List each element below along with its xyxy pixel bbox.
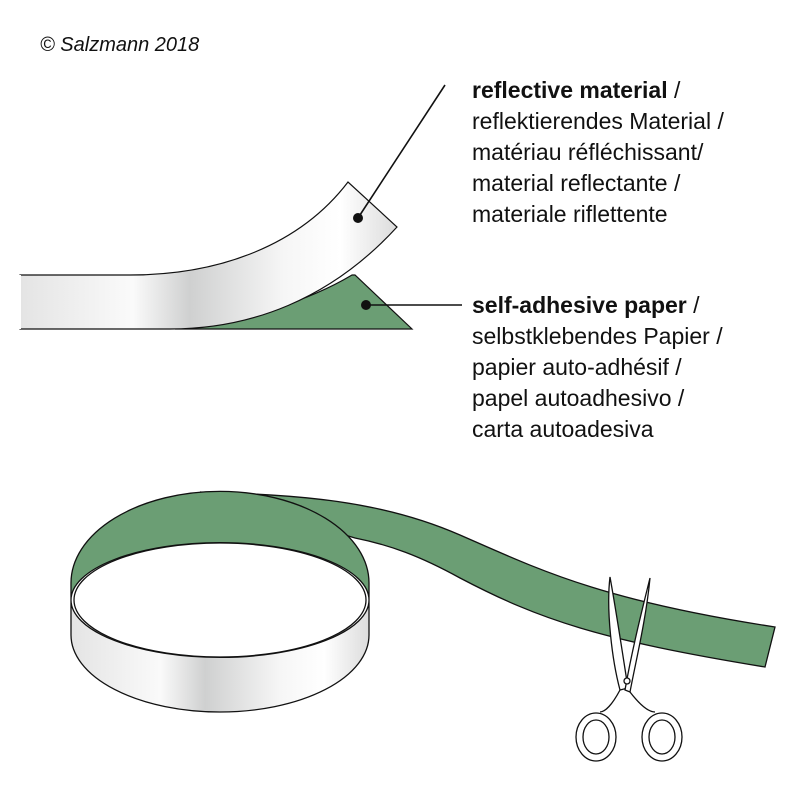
label-title-suffix: /: [686, 292, 700, 318]
label-translation-de: selbstklebendes Papier /: [472, 323, 723, 349]
reflective-material-strip: [19, 181, 398, 330]
label-translation-es: papel autoadhesivo /: [472, 385, 685, 411]
label-title: reflective material: [472, 77, 668, 103]
reflective-material-label: reflective material / reflektierendes Ma…: [472, 75, 724, 230]
self-adhesive-paper-label: self-adhesive paper / selbstklebendes Pa…: [472, 290, 723, 445]
strip-tail: [199, 491, 776, 668]
ring-front-band: [70, 599, 370, 713]
scissors-icon: [575, 576, 683, 762]
paper-leader-dot: [361, 300, 371, 310]
label-translation-es: material reflectante /: [472, 170, 681, 196]
label-title: self-adhesive paper: [472, 292, 687, 318]
label-title-line: self-adhesive paper /: [472, 290, 723, 321]
label-translation-it: carta autoadesiva: [472, 416, 654, 442]
label-translation-fr: papier auto-adhésif /: [472, 354, 682, 380]
label-translation-fr: matériau réfléchissant/: [472, 139, 704, 165]
label-title-suffix: /: [667, 77, 681, 103]
label-title-line: reflective material /: [472, 75, 724, 106]
reflective-leader-line: [357, 84, 446, 219]
label-translation-de: reflektierendes Material /: [472, 108, 724, 134]
ring-opening: [73, 542, 367, 658]
copyright-notice: © Salzmann 2018: [40, 34, 200, 56]
label-translation-it: materiale riflettente: [472, 201, 668, 227]
reflective-leader-dot: [353, 213, 363, 223]
